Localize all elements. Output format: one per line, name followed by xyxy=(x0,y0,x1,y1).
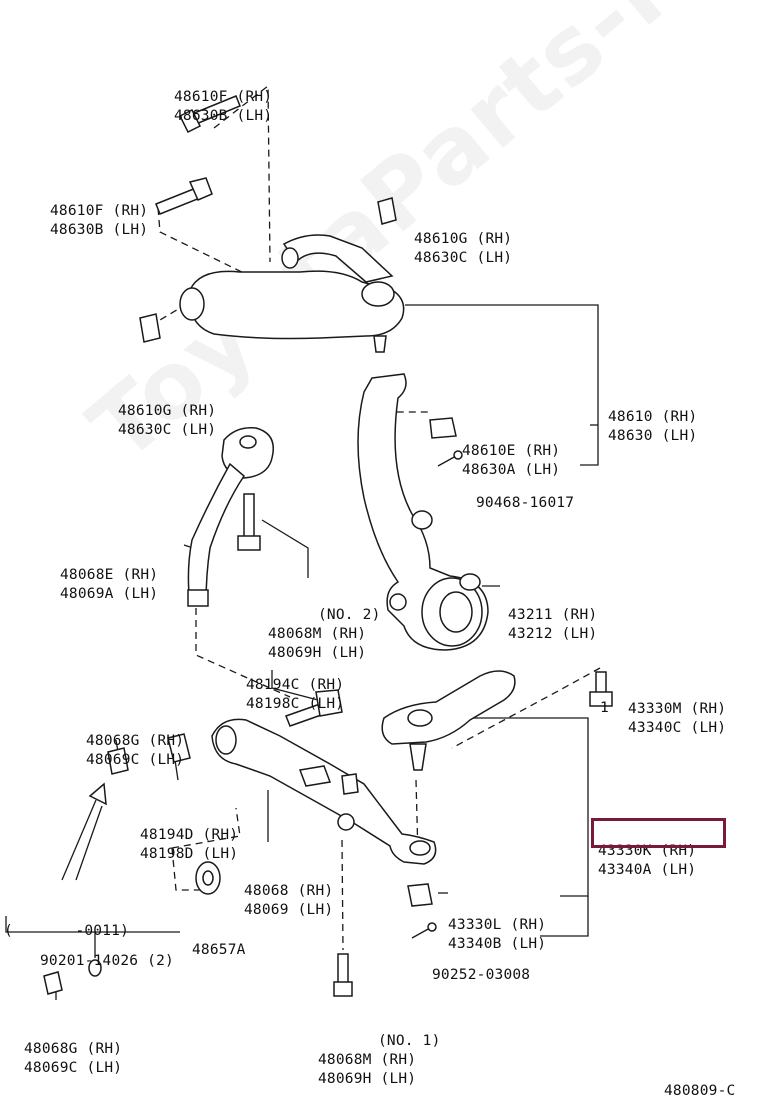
label-upper-bolt-a: 48610F (RH)48630B (LH) xyxy=(174,89,273,124)
label-upper-bolt-b: 48610F (RH)48630B (LH) xyxy=(50,203,149,238)
strut-bolt-no2-icon xyxy=(237,493,261,551)
lower-bushing-icon xyxy=(167,733,191,763)
label-upper-arm: 48610 (RH)48630 (LH) xyxy=(608,409,698,444)
label-lower-bolt: 43330M (RH)43340C (LH) xyxy=(628,701,727,736)
label-cushion: 48657A xyxy=(192,942,246,958)
strut-rod-icon xyxy=(187,427,274,607)
label-upper-nut: 48610E (RH)48630A (LH) xyxy=(462,443,561,478)
upper-bolt-b-icon xyxy=(155,177,213,215)
label-ball-joint-nut: 43330L (RH)43340B (LH) xyxy=(448,917,547,952)
upper-bushing-left-icon xyxy=(139,313,161,343)
label-lower-bushing: 48194D (RH)48198D (LH) xyxy=(140,827,239,862)
diagram-code: 480809-C xyxy=(664,1083,736,1099)
lower-bolt-icon xyxy=(589,671,613,707)
highlight-box xyxy=(591,818,726,848)
label-ball-joint: 43330K (RH)43340A (LH) xyxy=(598,843,697,878)
steering-knuckle-icon xyxy=(357,373,489,651)
label-upper-pin: 90468-16017 xyxy=(476,495,575,511)
label-lower-nut-b: 48068G (RH)48069C (LH) xyxy=(24,1041,123,1076)
stabilizer-link-bolt-icon xyxy=(285,689,343,727)
direction-arrow-icon xyxy=(61,782,107,881)
label-upper-bushing-left: 48610G (RH)48630C (LH) xyxy=(118,403,217,438)
upper-nut-icon xyxy=(429,417,457,439)
upper-bolt-a-icon xyxy=(178,95,241,134)
strut-bolt-no1-icon xyxy=(333,953,353,997)
label-date-range: ( -0011) xyxy=(4,923,130,939)
upper-control-arm-icon xyxy=(179,234,405,353)
label-strut-bolt-no1: (NO. 1)48068M (RH)48069H (LH) xyxy=(318,1033,441,1087)
upper-cotter-pin-icon xyxy=(437,450,463,467)
label-lower-nut-a: 48068G (RH)48069C (LH) xyxy=(86,733,185,768)
lower-control-arm-icon xyxy=(211,718,437,865)
upper-bushing-right-icon xyxy=(377,197,397,225)
lower-nut-a-icon xyxy=(107,747,129,775)
label-ball-joint-pin: 90252-03008 xyxy=(432,967,531,983)
label-strut-bolt-no2: (NO. 2)48068M (RH)48069H (LH) xyxy=(268,607,381,661)
ball-joint-icon xyxy=(381,670,516,771)
label-kit: 90201-14026 (2) xyxy=(40,953,174,969)
label-ref-1: 1 xyxy=(600,700,609,716)
label-lower-arm: 48068 (RH)48069 (LH) xyxy=(244,883,334,918)
label-knuckle: 43211 (RH)43212 (LH) xyxy=(508,607,598,642)
kit-nut-icon xyxy=(43,959,102,995)
cushion-icon xyxy=(195,861,221,895)
label-stabilizer-link: 48194C (RH)48198C (LH) xyxy=(246,677,345,712)
label-strut-rod: 48068E (RH)48069A (LH) xyxy=(60,567,159,602)
ball-joint-nut-icon xyxy=(407,883,433,907)
label-upper-bushing-right: 48610G (RH)48630C (LH) xyxy=(414,231,513,266)
ball-joint-cotter-pin-icon xyxy=(411,922,437,939)
leader-lines xyxy=(5,84,601,1000)
